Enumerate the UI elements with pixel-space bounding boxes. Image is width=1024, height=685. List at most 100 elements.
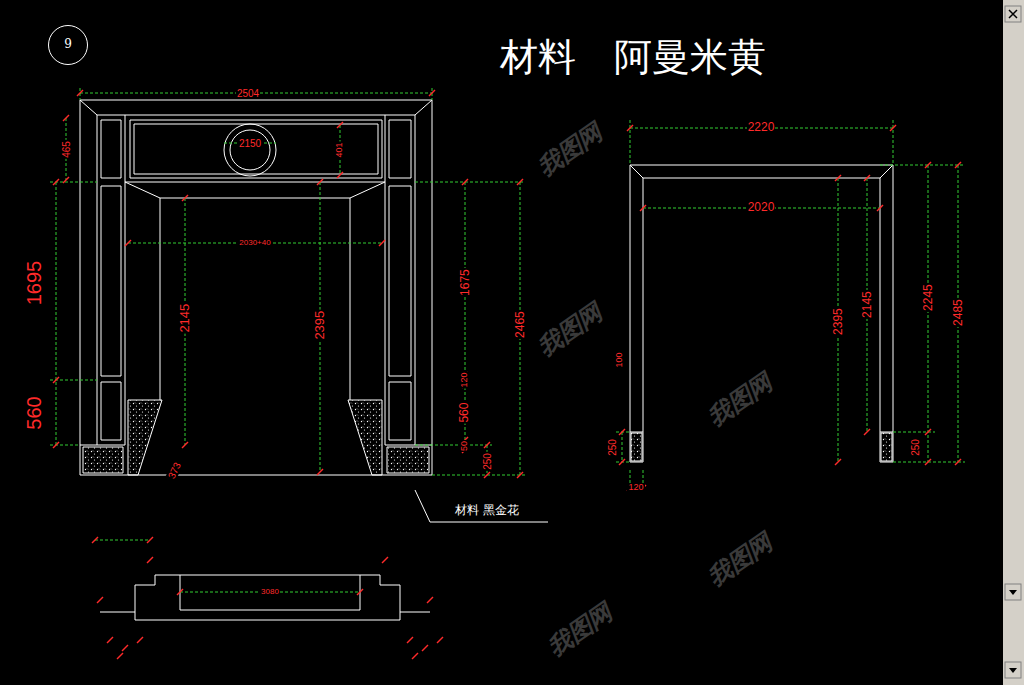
dimension-tick [63, 177, 69, 183]
dimension-value: 2245 [921, 284, 934, 313]
watermark: 我图网 [703, 529, 777, 592]
dimension-value: 250 [607, 438, 618, 457]
dimension-tick [53, 377, 59, 383]
dimension-value: 2030+40 [238, 239, 271, 248]
leader-line [415, 490, 548, 522]
dimension-value: 2020 [747, 201, 776, 214]
dimension-value: 401 [335, 141, 345, 158]
dimension-tick [53, 442, 59, 448]
scrollbar [1003, 0, 1024, 685]
dimension-value: 2150 [238, 138, 262, 149]
dimension-value: 2220 [747, 121, 776, 134]
dimension-tick [53, 179, 59, 185]
dimension-value: 100 [615, 351, 625, 368]
dimension-tick [117, 653, 123, 659]
dimension-tick [337, 172, 343, 178]
watermark: 我图网 [703, 369, 777, 432]
dimension-tick [125, 240, 131, 246]
dimension-tick [437, 637, 443, 643]
dimension-value: 2145 [860, 291, 873, 320]
granite-base [631, 433, 892, 461]
watermark: 我图网 [533, 299, 607, 362]
close-box [1005, 6, 1021, 22]
dimension-tick [379, 240, 385, 246]
frame-outline [80, 100, 432, 475]
dimension-value: 2465 [513, 311, 526, 340]
dimension-tick [890, 125, 896, 131]
dimension-value: 50 [460, 440, 470, 452]
dimension-tick [484, 442, 490, 448]
dimension-tick [877, 205, 883, 211]
dimension-tick [407, 637, 413, 643]
dimension-tick [97, 597, 103, 603]
dimension-tick [955, 162, 961, 168]
dimension-tick [182, 442, 188, 448]
frieze-medallion [224, 124, 276, 176]
dimension-value: 373 [165, 459, 183, 481]
drawing-title: 材料 阿曼米黄 [500, 37, 766, 79]
dimension-tick [955, 459, 961, 465]
pilaster-panels [101, 120, 411, 440]
dimension-tick [517, 179, 523, 185]
dimension-tick [317, 179, 323, 185]
dimension-tick [864, 429, 870, 435]
dimension-tick [925, 429, 931, 435]
dimension-tick [864, 175, 870, 181]
dimension-tick [925, 459, 931, 465]
scroll-arrow-box [1005, 662, 1021, 678]
dimension-tick [92, 537, 98, 543]
dimension-tick [619, 429, 625, 435]
dimension-tick [77, 90, 83, 96]
dimension-value: 560 [458, 402, 471, 424]
dimension-tick [484, 472, 490, 478]
dimension-tick [107, 637, 113, 643]
watermark: 我图网 [533, 119, 607, 182]
material-note: 材料 黑金花 [453, 504, 520, 517]
sheet-number: 9 [64, 38, 72, 51]
dimension-tick [337, 122, 343, 128]
dimension-value: 1675 [458, 269, 471, 298]
dimension-tick [63, 115, 69, 121]
dimension-tick [317, 469, 323, 475]
dimension-tick [640, 205, 646, 211]
dimension-tick [412, 653, 418, 659]
dimension-tick [619, 459, 625, 465]
dimension-value: 2145 [178, 303, 192, 334]
dimension-value: 2504 [236, 88, 260, 99]
opening-jamb [125, 182, 385, 400]
dimension-tick [147, 537, 153, 543]
close-icon [1009, 10, 1017, 18]
frieze-medallion-inner [230, 130, 270, 170]
dimension-tick [835, 459, 841, 465]
dimension-tick [835, 175, 841, 181]
dimension-tick [147, 557, 153, 563]
dimension-tick [429, 90, 435, 96]
dimension-value: 465 [61, 140, 72, 159]
dimension-value: 120 [627, 483, 644, 493]
scroll-arrow [1009, 668, 1017, 673]
plan-outline [100, 575, 430, 620]
dimension-tick [177, 589, 183, 595]
dimension-tick [357, 589, 363, 595]
watermark: 我图网 [543, 599, 617, 662]
granite-base [83, 400, 429, 475]
dimension-tick [627, 125, 633, 131]
dimension-tick [137, 637, 143, 643]
dimension-tick [122, 645, 128, 651]
dimension-value: 120 [460, 371, 470, 388]
dimension-tick [422, 645, 428, 651]
dimension-line [616, 120, 965, 492]
dimension-value: 2395 [831, 308, 844, 337]
sheet-number-circle: 9 [48, 25, 88, 65]
scroll-arrow-box [1005, 584, 1021, 600]
dimension-value: 560 [23, 395, 45, 430]
dimension-value: 2395 [313, 310, 327, 341]
scroll-arrow [1009, 590, 1017, 595]
dimension-value: 250 [482, 452, 493, 471]
frame-outline [630, 165, 893, 462]
dimension-tick [427, 597, 433, 603]
dimension-tick [925, 162, 931, 168]
frieze-panel [130, 120, 382, 178]
dimension-tick [182, 195, 188, 201]
